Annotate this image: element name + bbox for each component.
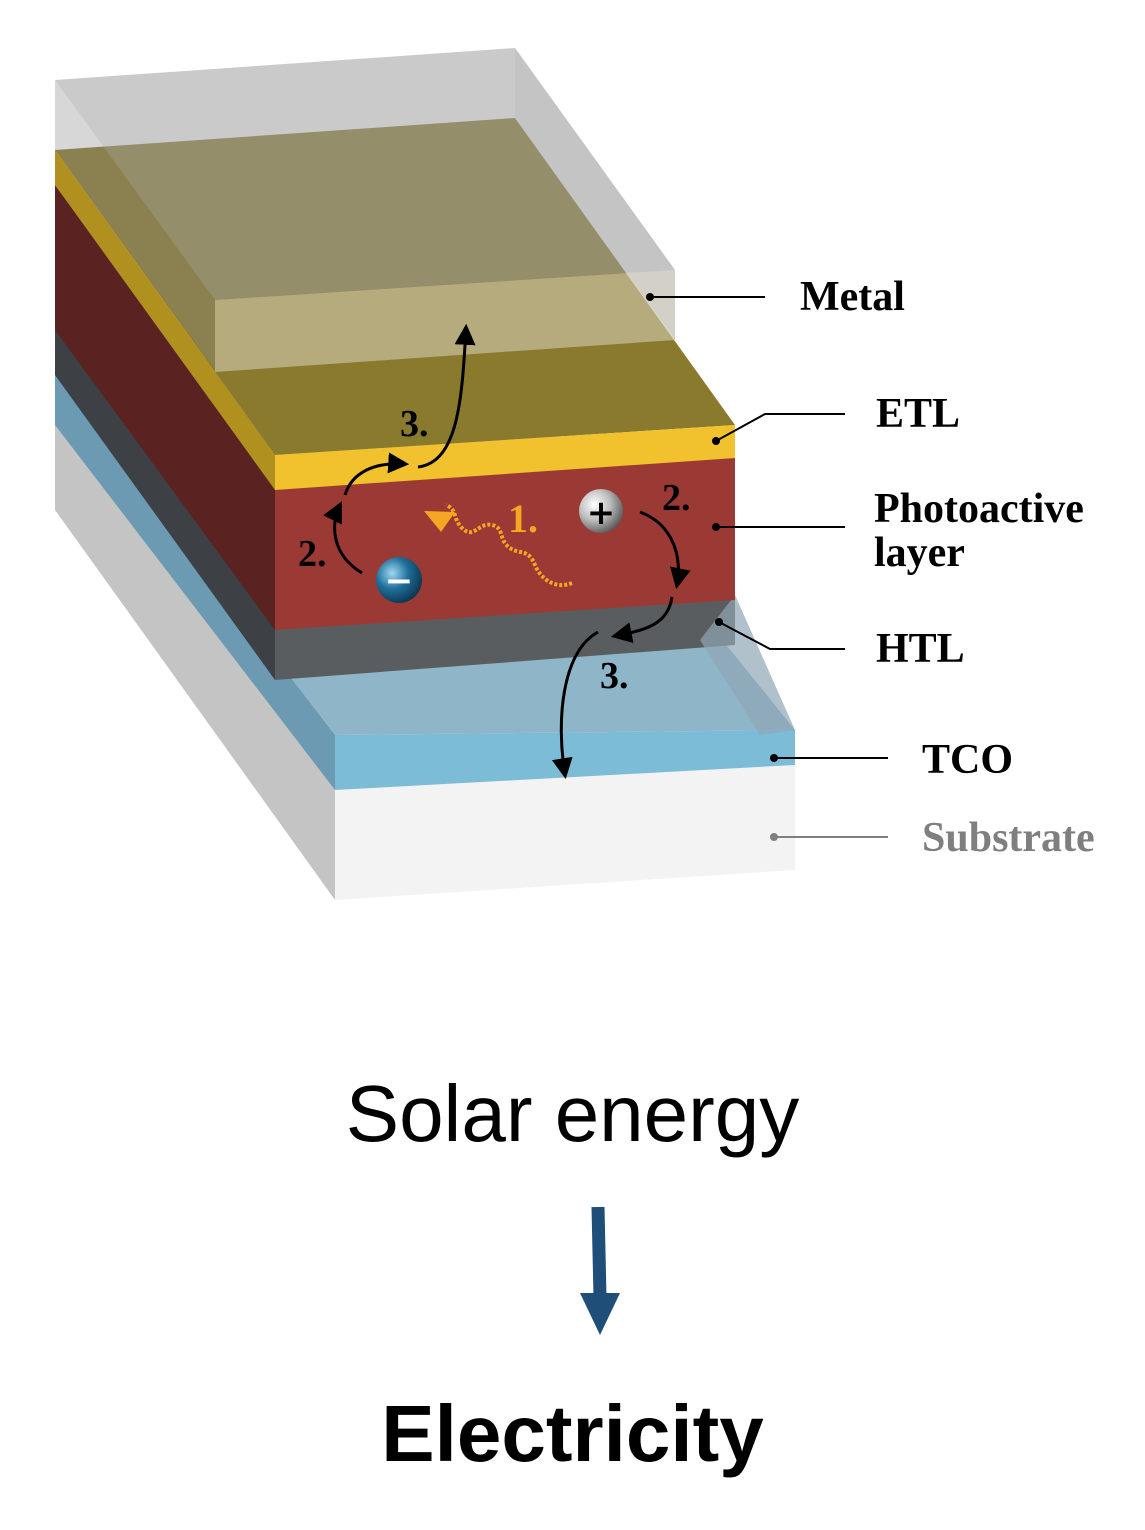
electron-path: [323, 323, 476, 575]
conversion-arrow: [580, 1206, 620, 1335]
step-2-right-label: 2.: [662, 477, 691, 519]
htl-layer: [55, 325, 795, 735]
electricity-label: Electricity: [381, 1389, 764, 1478]
label-tco: TCO: [922, 737, 1013, 783]
step-3-top-label: 3.: [400, 403, 429, 445]
label-etl: ETL: [876, 391, 960, 437]
svg-text:+: +: [587, 493, 616, 533]
step-2-left-label: 2.: [298, 533, 327, 575]
electron-charge: −: [376, 557, 422, 603]
label-substrate: Substrate: [922, 815, 1095, 861]
label-photoactive: Photoactive: [874, 486, 1084, 532]
label-metal: Metal: [800, 274, 905, 320]
leader-lines: [646, 293, 888, 841]
photon-wave: [424, 503, 573, 587]
photon-arrowhead: [424, 511, 455, 532]
metal-layer: [55, 48, 675, 372]
step-3-bottom-label: 3.: [600, 655, 629, 697]
hole-path: [551, 510, 691, 780]
solar-energy-label: Solar energy: [345, 1069, 800, 1158]
hole-charge: +: [579, 489, 623, 533]
step-1-label: 1.: [508, 496, 538, 541]
label-photoactive-layer: layer: [874, 530, 965, 576]
label-htl: HTL: [876, 626, 965, 672]
svg-text:−: −: [385, 561, 414, 601]
solar-cell-diagram: + − 3. 2. 1. 2. 3. Metal ETL Photoactive…: [55, 48, 1095, 900]
